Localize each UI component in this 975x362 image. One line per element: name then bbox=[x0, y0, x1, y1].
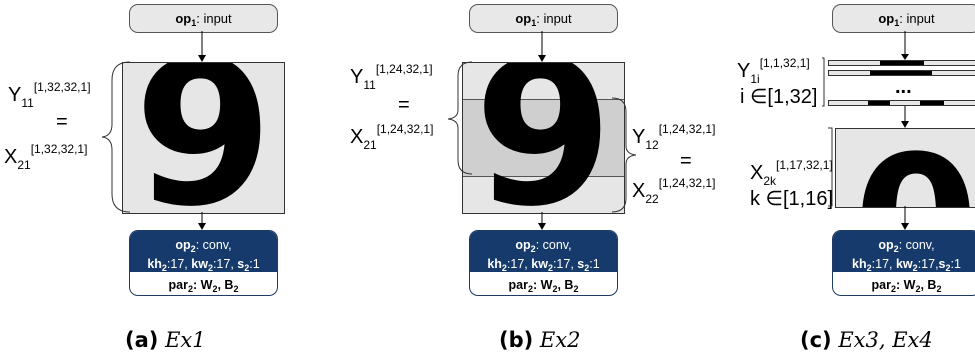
caption-a: (a) Ex1 bbox=[125, 328, 206, 352]
arrow-head bbox=[901, 54, 909, 60]
arrow-head bbox=[538, 223, 546, 230]
caption-b: (b) Ex2 bbox=[499, 328, 581, 352]
conv-op-label: op2: conv, kh2:17, kw2:17, s2:1 bbox=[130, 231, 277, 273]
row-strip-2-ink bbox=[870, 71, 932, 75]
label-eq1-b: = bbox=[398, 94, 410, 116]
arrow-head bbox=[538, 55, 546, 62]
dots: ... bbox=[895, 76, 912, 98]
digit-nine: 9 bbox=[133, 62, 274, 214]
label-x2k-c: X2k[1,17,32,1] bbox=[750, 158, 833, 188]
row-strip-3 bbox=[828, 100, 975, 106]
bracket-c-top bbox=[822, 57, 825, 107]
label-x21-a: X21[1,32,32,1] bbox=[4, 142, 88, 172]
conv-param-label: par2: W2, B2 bbox=[833, 271, 975, 295]
label-x22-b: X22[1,24,32,1] bbox=[632, 176, 716, 206]
row-strip-3-ink-b bbox=[920, 101, 944, 105]
input-box-c: op1: input bbox=[832, 4, 975, 33]
brace-b-left bbox=[447, 61, 473, 175]
label-eq-a: = bbox=[56, 111, 68, 133]
label-i-range: i ∈[1,32] bbox=[740, 86, 818, 108]
input-box-b: op1: input bbox=[469, 4, 618, 33]
label-y11-a: Y11[1,32,32,1] bbox=[8, 80, 91, 110]
label-k-range: k ∈[1,16] bbox=[750, 188, 834, 210]
brace-b-right bbox=[611, 97, 637, 213]
conv-op-box-c: op2: conv, kh2:17, kw2:17,s2:1 par2: W2,… bbox=[832, 230, 975, 296]
input-image-a: 9 bbox=[122, 62, 285, 214]
label-y12-b: Y12[1,24,32,1] bbox=[632, 122, 716, 152]
arrow-head bbox=[901, 223, 909, 230]
label-x21-b: X21[1,24,32,1] bbox=[350, 122, 434, 152]
input-box-a: op1: input bbox=[129, 4, 278, 33]
caption-c: (c) Ex3, Ex4 bbox=[800, 328, 933, 352]
conv-param-label: par2: W2, B2 bbox=[470, 271, 617, 295]
arrow-head bbox=[198, 55, 206, 62]
overlap-band bbox=[463, 99, 624, 177]
bracket-c-bottom bbox=[828, 127, 833, 207]
label-y11-b: Y11[1,24,32,1] bbox=[350, 62, 433, 92]
row-strip-3-ink bbox=[868, 101, 890, 105]
label-y1i-c: Y1i[1,1,32,1] bbox=[737, 56, 810, 86]
conv-op-box-a: op2: conv, kh2:17, kw2:17, s2:1 par2: W2… bbox=[129, 230, 278, 296]
conv-op-label: op2: conv, kh2:17, kw2:17,s2:1 bbox=[833, 231, 975, 273]
arrow-head bbox=[901, 121, 909, 128]
arrow-head bbox=[198, 223, 206, 230]
brace-a bbox=[101, 61, 131, 213]
input-image-c: 0 bbox=[835, 128, 975, 208]
digit-zero: 0 bbox=[836, 129, 975, 207]
conv-param-label: par2: W2, B2 bbox=[130, 271, 277, 295]
digit-nine: 9 bbox=[473, 62, 614, 214]
input-image-b: 9 bbox=[462, 62, 625, 214]
label-eq2-b: = bbox=[680, 150, 692, 172]
conv-op-label: op2: conv, kh2:17, kw2:17, s2:1 bbox=[470, 231, 617, 273]
row-strip-1-ink bbox=[880, 61, 924, 65]
conv-op-box-b: op2: conv, kh2:17, kw2:17, s2:1 par2: W2… bbox=[469, 230, 618, 296]
